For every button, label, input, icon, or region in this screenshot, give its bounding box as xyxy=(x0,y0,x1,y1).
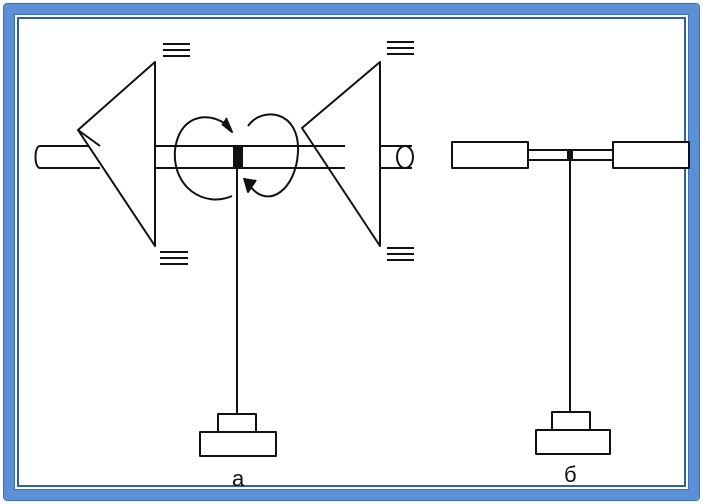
diagram-b xyxy=(451,141,690,455)
label-b: б xyxy=(564,462,577,487)
center-clamp xyxy=(233,145,243,169)
weight-a xyxy=(199,413,277,457)
rotation-arrow-left xyxy=(173,116,233,201)
blue-frame-border xyxy=(4,4,699,500)
right-top-hatch xyxy=(387,41,414,55)
weight-b xyxy=(535,411,611,455)
left-cone xyxy=(77,61,156,247)
left-top-hatch xyxy=(163,43,190,57)
right-bottom-hatch xyxy=(387,247,414,261)
right-cone xyxy=(301,61,381,247)
rotation-arrow-right xyxy=(243,113,300,198)
label-a: а xyxy=(232,466,245,491)
right-mass xyxy=(612,141,690,169)
diagram-a xyxy=(34,41,414,457)
center-clamp-b xyxy=(567,149,573,161)
left-bottom-hatch xyxy=(160,251,188,265)
left-mass xyxy=(451,141,529,169)
